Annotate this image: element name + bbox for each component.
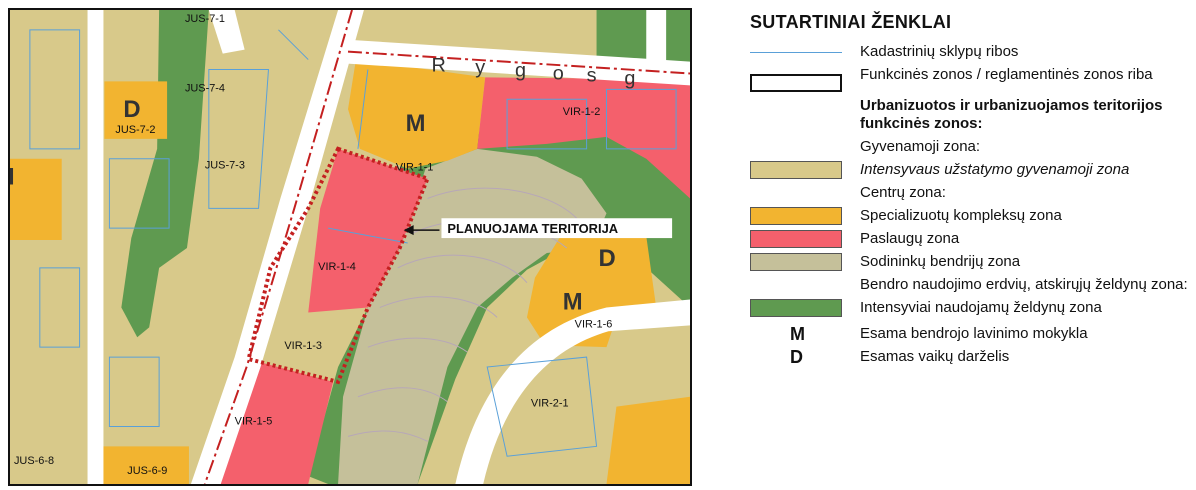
label-vir-1-4: VIR-1-4 xyxy=(318,261,356,273)
services-zone-planned xyxy=(308,148,428,313)
kindergarten-symbol-east: D xyxy=(599,245,616,272)
legend-row-urban-heading: Urbanizuotos ir urbanizuojamos teritorij… xyxy=(750,97,1194,133)
road-rygos-street xyxy=(346,39,690,86)
legend-row-centers-heading: Centrų zona: xyxy=(750,184,1194,202)
legend-label-services: Paslaugų zona xyxy=(860,230,960,247)
road-west-vertical xyxy=(87,10,104,484)
label-vir-1-3: VIR-1-3 xyxy=(284,340,322,352)
redline-rygos xyxy=(347,50,690,75)
specialized-zone-west xyxy=(10,158,62,241)
label-vir-1-2: VIR-1-2 xyxy=(563,106,601,118)
road-main-diagonal xyxy=(190,10,364,484)
legend-row-services: Paslaugų zona xyxy=(750,230,1194,248)
green-swatch xyxy=(750,299,842,317)
legend-row-school: M Esama bendrojo lavinimo mokykla xyxy=(750,325,1194,343)
gardens-swatch xyxy=(750,253,842,271)
legend-heading-urban: Urbanizuotos ir urbanizuojamos teritorij… xyxy=(860,97,1163,132)
legend-heading-centers: Centrų zona: xyxy=(860,184,946,201)
arrow-head xyxy=(403,225,414,236)
school-symbol-north: M xyxy=(406,110,426,137)
label-jus-7-2: JUS-7-2 xyxy=(115,124,155,136)
legend-title: SUTARTINIAI ŽENKLAI xyxy=(750,12,952,32)
legend-label-boundary: Funkcinės zonos / reglamentinės zonos ri… xyxy=(860,66,1153,83)
road-north-branch xyxy=(208,10,245,54)
label-jus-6-8: JUS-6-8 xyxy=(14,455,54,467)
specialized-zone-kindergarten-west xyxy=(104,81,168,139)
legend-label-green: Intensyviai naudojamų želdynų zona xyxy=(860,299,1102,316)
school-symbol-south: M xyxy=(563,288,583,315)
label-jus-7-4: JUS-7-4 xyxy=(185,82,225,94)
services-zone-vir-1-2 xyxy=(477,77,690,199)
legend-row-gardens: Sodininkų bendrijų zona xyxy=(750,253,1194,271)
specialized-zone-east xyxy=(526,226,657,348)
street-letter-3: g xyxy=(515,59,528,81)
specialized-swatch xyxy=(750,207,842,225)
label-vir-2-1: VIR-2-1 xyxy=(531,398,569,410)
street-letter-2: y xyxy=(475,56,487,78)
road-southeast-curve xyxy=(455,299,690,484)
specialized-zone-southeast xyxy=(606,396,690,484)
cadastral-line-key xyxy=(750,43,842,61)
legend-heading-public: Bendro naudojimo erdvių, atskirųjų želdy… xyxy=(860,276,1188,293)
legend-row-residential: Intensyvaus užstatymo gyvenamoji zona xyxy=(750,161,1194,179)
legend-label-school: Esama bendrojo lavinimo mokykla xyxy=(860,325,1088,342)
street-letter-5: s xyxy=(587,64,599,86)
legend-row-residential-heading: Gyvenamoji zona: xyxy=(750,138,1194,156)
residential-swatch xyxy=(750,161,842,179)
specialized-zone-north-school xyxy=(348,59,486,169)
street-letter-6: g xyxy=(624,67,637,89)
legend-heading-residential: Gyvenamoji zona: xyxy=(860,138,981,155)
legend-row-boundary: Funkcinės zonos / reglamentinės zonos ri… xyxy=(750,66,1194,92)
legend-label-gardens: Sodininkų bendrijų zona xyxy=(860,253,1021,270)
kindergarten-symbol-west: D xyxy=(123,96,140,123)
label-jus-7-1: JUS-7-1 xyxy=(185,13,225,25)
legend-label-specialized: Specializuotų kompleksų zona xyxy=(860,207,1062,224)
planned-territory-boundary xyxy=(246,146,431,385)
legend-label-kindergarten: Esamas vaikų darželis xyxy=(860,348,1010,365)
legend-row-green: Intensyviai naudojamų želdynų zona xyxy=(750,299,1194,317)
legend-row-public-heading: Bendro naudojimo erdvių, atskirųjų želdy… xyxy=(750,276,1194,294)
green-zone-west xyxy=(121,10,209,338)
street-letter-4: o xyxy=(553,62,566,84)
boundary-key xyxy=(750,74,842,92)
services-swatch xyxy=(750,230,842,248)
legend-label-residential: Intensyvaus užstatymo gyvenamoji zona xyxy=(860,161,1130,178)
legend-row-cadastral: Kadastrinių sklypų ribos xyxy=(750,43,1194,61)
label-vir-1-5: VIR-1-5 xyxy=(235,416,273,428)
legend-label-cadastral: Kadastrinių sklypų ribos xyxy=(860,43,1019,60)
street-letter-1: R xyxy=(432,55,448,77)
planned-territory-label-bg xyxy=(441,218,673,239)
redline-main xyxy=(203,10,353,484)
planned-territory-label: PLANUOJAMA TERITORIJA xyxy=(447,221,618,236)
zoning-map[interactable]: JUS-7-1 JUS-7-4 JUS-7-2 JUS-7-3 VIR-1-2 … xyxy=(8,8,692,486)
partial-symbol-left: I xyxy=(10,164,15,191)
specialized-zone-southwest xyxy=(101,446,189,484)
legend-row-kindergarten: D Esamas vaikų darželis xyxy=(750,348,1194,366)
cadastral-lines xyxy=(29,29,677,457)
legend-row-specialized: Specializuotų kompleksų zona xyxy=(750,207,1194,225)
road-east-branch xyxy=(646,10,667,70)
school-legend-symbol: M xyxy=(790,324,805,344)
map-canvas: JUS-7-1 JUS-7-4 JUS-7-2 JUS-7-3 VIR-1-2 … xyxy=(10,10,690,484)
label-vir-1-1: VIR-1-1 xyxy=(396,162,434,174)
label-jus-7-3: JUS-7-3 xyxy=(205,160,245,172)
kindergarten-legend-symbol: D xyxy=(790,347,803,367)
map-legend: SUTARTINIAI ŽENKLAI Kadastrinių sklypų r… xyxy=(750,12,1194,371)
label-vir-1-6: VIR-1-6 xyxy=(575,318,613,330)
label-jus-6-9: JUS-6-9 xyxy=(127,465,167,477)
